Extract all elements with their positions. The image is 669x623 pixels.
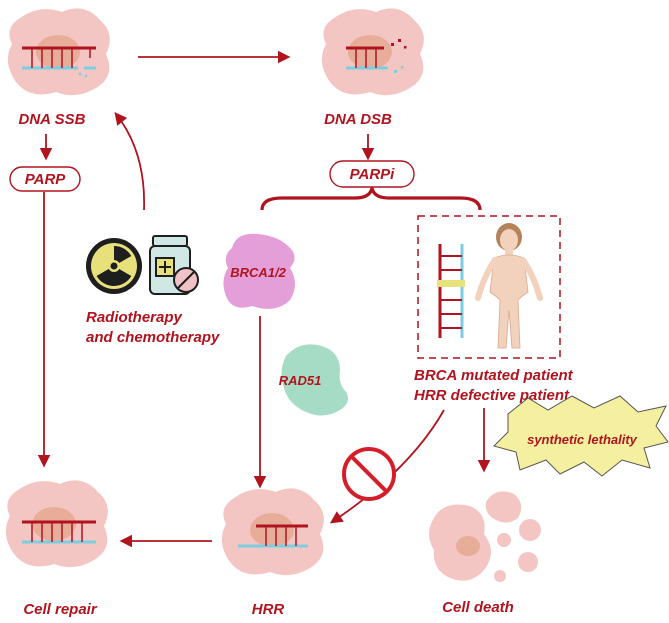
cell-dna-ssb <box>7 8 110 96</box>
brca-protein-shape <box>223 233 295 309</box>
label-therapy-line2: and chemotherapy <box>86 329 220 346</box>
dna-strand-icon <box>22 46 96 78</box>
label-synthetic-lethality: synthetic lethality <box>527 432 638 447</box>
radiation-icon <box>86 238 142 294</box>
label-cell-repair: Cell repair <box>23 601 98 618</box>
label-dna-ssb: DNA SSB <box>19 111 86 128</box>
label-patient-line2: HRR defective patient <box>414 387 570 404</box>
broken-dna-icon <box>346 39 407 73</box>
label-hrr: HRR <box>252 601 285 618</box>
dna-ladder-icon <box>437 244 465 338</box>
cell-repaired <box>5 480 108 568</box>
rad51-protein-shape <box>281 344 348 416</box>
label-patient-line1: BRCA mutated patient <box>414 367 574 384</box>
label-therapy-line1: Radiotherapy <box>86 309 183 326</box>
synthetic-lethality-burst <box>493 395 669 477</box>
no-entry-icon <box>342 447 396 501</box>
parpi-brace <box>260 187 482 211</box>
label-dna-dsb: DNA DSB <box>324 111 392 128</box>
arrow-patient-to-hrr <box>329 409 445 524</box>
parp-box <box>9 166 81 192</box>
cell-hrr <box>221 488 324 576</box>
cell-dna-dsb <box>321 8 424 96</box>
patient-box <box>417 215 561 359</box>
label-parpi: PARPi <box>350 166 396 183</box>
label-parp: PARP <box>25 171 67 188</box>
parpi-box <box>329 160 415 188</box>
label-brca12: BRCA1/2 <box>230 265 286 280</box>
cell-death-fragments <box>429 491 541 582</box>
patient-figure-icon <box>475 223 543 349</box>
pill-icon <box>173 267 199 293</box>
arrow-therapy-to-ssb <box>114 112 145 211</box>
label-rad51: RAD51 <box>279 373 322 388</box>
label-cell-death: Cell death <box>442 599 514 616</box>
